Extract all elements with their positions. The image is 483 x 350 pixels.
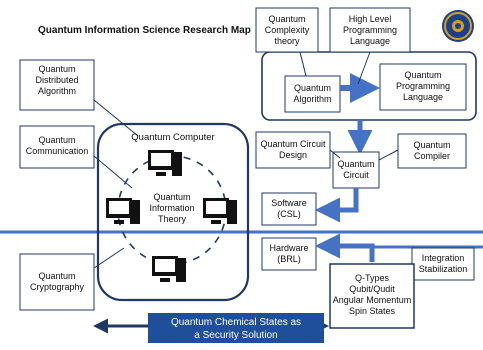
q-types-label: Q-Types Qubit/Qudit Angular Momentum Spi… (332, 273, 412, 316)
quantum-information-theory-label: Quantum Information Theory (149, 192, 195, 224)
qtypes-to-hardware-arrow (315, 233, 375, 262)
software-box (261, 192, 317, 226)
quantum-complexity-theory-box (255, 7, 319, 53)
quantum-communication-box (19, 125, 95, 169)
quantum-computer-label: Quantum Computer (131, 132, 215, 143)
quantum-chemical-states-banner (148, 313, 324, 343)
design-to-circuit-line (329, 149, 341, 159)
university-seal-logo (440, 8, 476, 44)
quantum-compiler-label: Quantum Compiler (413, 140, 451, 161)
quantum-programming-language-label: Quantum Programming Language (395, 70, 451, 102)
quantum-circuit-design-box (255, 131, 331, 169)
hardware-label: Hardware (BRL) (269, 243, 309, 264)
compiler-to-circuit-line (378, 149, 399, 161)
high-level-programming-language-label: High Level Programming Language (342, 14, 398, 46)
high-level-programming-language-box (329, 7, 411, 53)
quantum-complexity-theory-label: Quantum Complexity theory (264, 14, 310, 46)
quantum-algorithm-label: Quantum Algorithm (293, 83, 332, 104)
quantum-programming-language-box (379, 63, 467, 111)
diagram-title: Quantum Information Science Research Map (38, 25, 251, 36)
quantum-cryptography-box (19, 253, 95, 311)
integration-stabilization-label: Integration Stabilization (418, 253, 468, 274)
quantum-computer-group-box (96, 122, 250, 302)
quantum-distributed-algorithm-label: Quantum Distributed Algorithm (35, 64, 79, 96)
cryptography-to-computer-line (93, 247, 125, 269)
computer-icon (203, 198, 237, 224)
quantum-distributed-algorithm-box (19, 59, 95, 111)
quantum-circuit-box (332, 151, 380, 189)
software-label: Software (CSL) (271, 198, 307, 219)
hll-to-arrow-line (357, 51, 371, 85)
quantum-algorithm-box (284, 75, 341, 113)
quantum-communication-label: Quantum Communication (25, 135, 89, 156)
quantum-cryptography-label: Quantum Cryptography (29, 271, 85, 292)
integration-stabilization-box (411, 247, 475, 281)
computer-icon (148, 150, 182, 176)
distributed-to-computer-line (93, 99, 139, 137)
quantum-chemical-states-label: Quantum Chemical States as a Security So… (170, 317, 302, 341)
q-types-box (329, 263, 415, 329)
complexity-to-algorithm-line (299, 51, 307, 77)
hardware-box (261, 237, 317, 271)
quantum-compiler-box (397, 133, 467, 169)
quantum-circuit-design-label: Quantum Circuit Design (260, 139, 326, 160)
circuit-to-software-arrow (315, 188, 359, 223)
computer-icon (152, 256, 186, 282)
computer-icon (106, 198, 140, 224)
quantum-circuit-label: Quantum Circuit (337, 159, 375, 180)
communication-to-computer-line (93, 155, 133, 189)
